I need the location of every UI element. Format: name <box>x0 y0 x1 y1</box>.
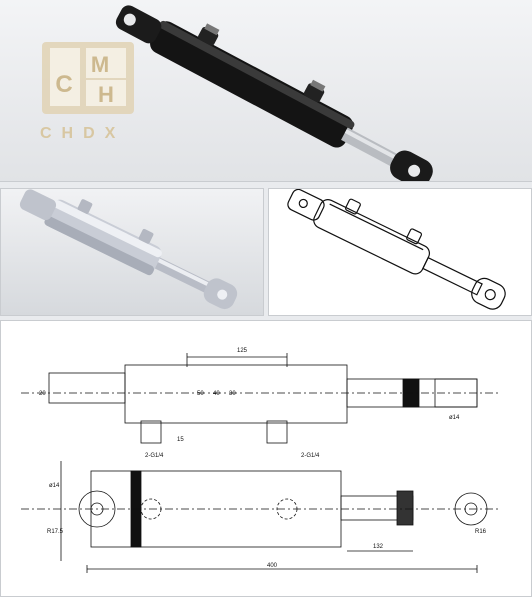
dim-125: 125 <box>237 348 248 354</box>
dim-phi14-top: ø14 <box>449 415 460 421</box>
dim-g14-right: 2-G1/4 <box>301 453 320 459</box>
dim-400: 400 <box>267 563 278 569</box>
svg-text:C: C <box>55 71 72 98</box>
dim-g14-left: 2-G1/4 <box>145 453 164 459</box>
dim-15-left: 15 <box>177 437 184 443</box>
svg-text:H: H <box>98 82 114 107</box>
outline-cylinder-render <box>287 189 506 310</box>
svg-text:M: M <box>91 52 109 77</box>
shaded-model-panel <box>0 188 264 316</box>
grey-cylinder-render <box>19 189 238 310</box>
dim-132: 132 <box>373 544 384 550</box>
product-photo-panel: M C H CHDX <box>0 0 532 182</box>
brand-logo: M C H <box>42 42 134 114</box>
dim-50: 50 <box>197 391 204 397</box>
technical-drawing-panel: 125 15 20 30 40 50 ø14 2-G1/4 2-G1/4 ø14… <box>0 320 532 597</box>
dim-20-top: 20 <box>39 391 46 397</box>
logo-letters: CHDX <box>40 125 125 142</box>
dim-30: 30 <box>229 391 236 397</box>
dim-phi14-bottom: ø14 <box>49 483 60 489</box>
dim-40: 40 <box>213 391 220 397</box>
dim-r16: R16 <box>475 529 487 535</box>
dim-r175: R17.5 <box>47 529 64 535</box>
line-model-panel <box>268 188 532 316</box>
black-cylinder-render: M C H CHDX <box>40 5 433 181</box>
technical-drawing: 125 15 20 30 40 50 ø14 2-G1/4 2-G1/4 ø14… <box>21 348 501 573</box>
